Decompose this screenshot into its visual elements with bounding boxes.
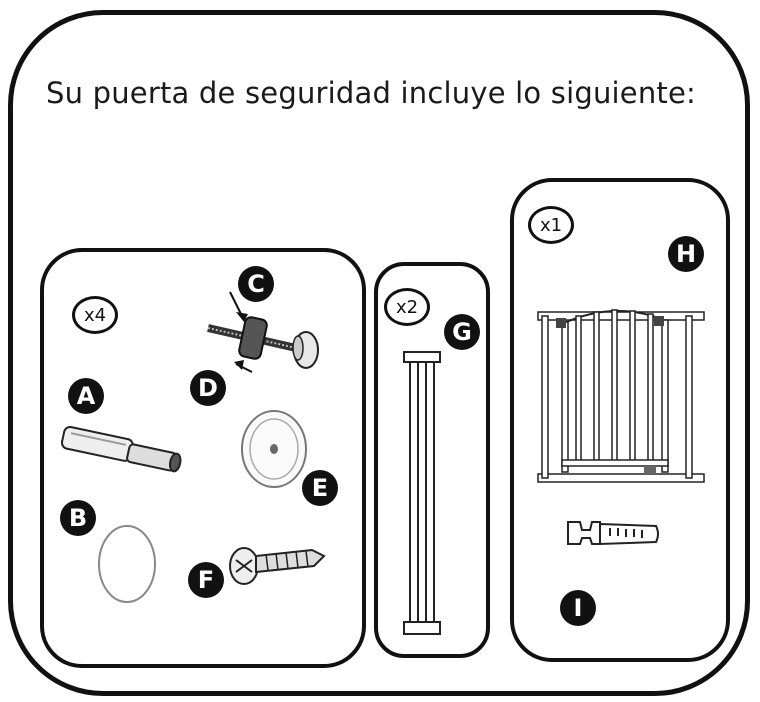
badge-a: A [68,378,104,414]
part-h-gate [537,309,705,483]
quantity-x2: x2 [384,288,430,326]
badge-c: C [238,266,274,302]
badge-g: G [444,314,480,350]
extensions-box [374,262,490,658]
outer-frame [8,10,750,696]
part-a-tube [60,425,182,473]
part-b-disc [98,525,156,603]
gate-box [510,178,730,662]
part-g-extension [403,351,441,635]
badge-e: E [302,470,338,506]
badge-f: F [188,562,224,598]
small-parts-box [40,248,366,668]
badge-i: I [560,590,596,626]
quantity-x1: x1 [528,206,574,244]
badge-b: B [60,500,96,536]
page-title: Su puerta de seguridad incluye lo siguie… [46,76,696,110]
quantity-x4: x4 [72,296,118,334]
part-i-wrench [567,521,659,546]
badge-h: H [668,236,704,272]
part-e-pad [241,410,307,488]
part-f-screw [229,547,326,585]
part-c-spindle [207,291,319,373]
badge-d: D [190,370,226,406]
